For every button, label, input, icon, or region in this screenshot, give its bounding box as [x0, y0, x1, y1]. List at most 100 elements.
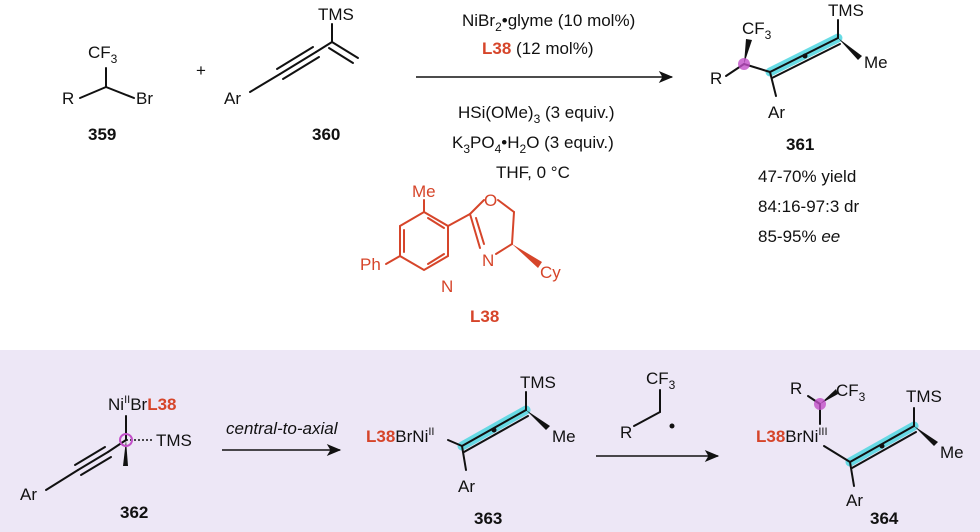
r-group: R [710, 69, 722, 88]
bond-alkyne-c [315, 41, 333, 53]
vinyl-double-1 [331, 41, 359, 59]
oxazoline-o-ch2 [497, 199, 515, 213]
base-text: K3PO4•H2O (3 equiv.) [452, 133, 614, 156]
reactant-359: CF3 R Br 359 [62, 43, 153, 144]
yield-text: 47-70% yield [758, 167, 856, 186]
oxazoline-ch2-ch [511, 211, 515, 245]
allene-bond-2 [851, 431, 917, 469]
compound-label-360: 360 [312, 125, 340, 144]
compound-label-364: 364 [870, 509, 899, 528]
nickel-complex: L38BrNiIII [756, 426, 828, 446]
tms-group: TMS [318, 5, 354, 24]
me-wedge-bond [838, 38, 862, 60]
bond-ch2-r [633, 411, 661, 427]
compound-label-361: 361 [786, 135, 814, 154]
me-group: Me [940, 443, 964, 462]
alkyne-triple-2 [276, 46, 314, 70]
nickel-complex: NiIIBrL38 [108, 394, 176, 414]
vinyl-double-2 [328, 47, 354, 64]
bond-ni-allene [447, 439, 463, 447]
bond-pyridine-oxazoline [447, 213, 471, 227]
me-group: Me [552, 427, 576, 446]
allene-bond-2 [463, 415, 529, 453]
tms-group: TMS [156, 431, 192, 450]
stereocenter-marker [119, 433, 133, 447]
pyridine-inner-3 [427, 253, 445, 265]
cf3-group: CF3 [836, 381, 866, 404]
br-atom: Br [136, 89, 153, 108]
bond-alkyne-c [107, 439, 127, 453]
bond-ni-allene [823, 445, 851, 463]
ar-group: Ar [20, 485, 37, 504]
allene-center-dot [879, 443, 885, 449]
ar-group: Ar [768, 103, 785, 122]
bond-ch-br [105, 86, 135, 99]
me-wedge-bond [123, 440, 128, 466]
cf3-wedge-bond [744, 39, 752, 64]
r-group: R [62, 89, 74, 108]
cy-wedge-bond [512, 244, 542, 268]
pyridine-ring [399, 210, 449, 272]
stereocenter-marker [814, 398, 826, 410]
tms-group: TMS [906, 387, 942, 406]
cf3-group: CF3 [88, 43, 118, 66]
cf3-group: CF3 [646, 369, 676, 392]
dr-text: 84:16-97:3 dr [758, 197, 859, 216]
intermediate-362: NiIIBrL38 TMS Ar 362 [20, 394, 192, 522]
me-group: Me [864, 53, 888, 72]
intermediate-364: R CF3 L38BrNiIII TMS Me Ar 364 [756, 379, 964, 528]
stereocenter-marker [738, 58, 750, 70]
r-group: R [620, 423, 632, 442]
tms-group: TMS [520, 373, 556, 392]
bond-allene-ar [461, 445, 467, 471]
catalyst-text: NiBr2•glyme (10 mol%) [462, 11, 635, 34]
step-label: central-to-axial [226, 419, 339, 438]
oxazoline-ch-n [495, 243, 513, 255]
mechanism-panel [0, 350, 980, 532]
bond-allene-ar [849, 461, 855, 487]
ligand-pyridine-n: N [441, 277, 453, 296]
alkyne-triple-1 [279, 51, 317, 75]
ee-text: 85-95% ee [758, 227, 840, 246]
pyridine-inner-1 [427, 217, 445, 229]
bond-ch-r [79, 86, 107, 99]
alkyne-triple-1 [77, 451, 109, 471]
ligand-cy: Cy [540, 263, 561, 282]
cf3-group: CF3 [742, 19, 772, 42]
radical-dot [669, 423, 675, 429]
bond-allene-ar [769, 71, 777, 97]
allene-center-dot [491, 427, 497, 433]
ligand-label-l38: L38 [470, 307, 499, 326]
ar-group: Ar [224, 89, 241, 108]
product-361: CF3 TMS R Me Ar 361 47-70% yield 84:16-9… [710, 1, 888, 246]
ligand-methyl: Me [412, 182, 436, 201]
alkyne-triple-3 [80, 456, 112, 476]
silane-text: HSi(OMe)3 (3 equiv.) [458, 103, 615, 126]
ar-group: Ar [846, 491, 863, 510]
reactant-360: TMS Ar 360 [224, 5, 359, 144]
bond-phenyl [385, 255, 401, 265]
cf3-radical: CF3 R [620, 369, 676, 442]
oxazoline-c-o [469, 199, 485, 215]
ligand-loading-text: L38 (12 mol%) [482, 39, 593, 58]
compound-label-362: 362 [120, 503, 148, 522]
allene-bond-2 [771, 43, 841, 79]
ligand-phenyl: Ph [360, 255, 381, 274]
oxazoline-c-n-1 [469, 213, 481, 249]
nickel-complex: L38BrNiII [366, 426, 434, 446]
ligand-l38-structure: Me Ph N O N Cy L38 [360, 182, 561, 326]
oxazoline-c-n-2 [475, 217, 485, 245]
ar-group: Ar [458, 477, 475, 496]
solvent-temperature-text: THF, 0 °C [496, 163, 570, 182]
allene-center-dot [802, 53, 808, 59]
plus-sign: + [196, 61, 206, 80]
bond-ar-alkyne [249, 73, 281, 93]
intermediate-363: L38BrNiII TMS Me Ar 363 [366, 373, 576, 528]
r-group: R [790, 379, 802, 398]
compound-label-359: 359 [88, 125, 116, 144]
ligand-oxazoline-n: N [482, 251, 494, 270]
tms-group: TMS [828, 1, 864, 20]
alkyne-triple-3 [282, 56, 320, 80]
